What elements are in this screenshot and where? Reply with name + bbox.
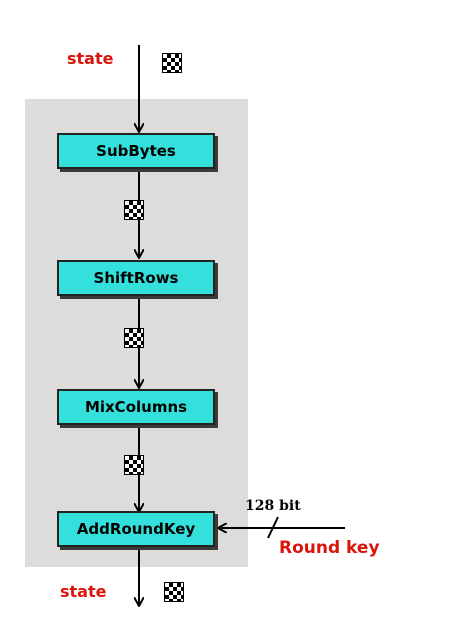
shiftrows-box: ShiftRows [57, 260, 215, 296]
round-key-label: Round key [279, 538, 380, 558]
addroundkey-box: AddRoundKey [57, 511, 215, 547]
mixcolumns-box: MixColumns [57, 389, 215, 425]
state-matrix-icon [124, 200, 144, 220]
input-state-label: state [67, 49, 114, 68]
bus-width-tick [267, 516, 279, 539]
state-matrix-icon [124, 328, 144, 348]
state-matrix-icon [164, 582, 184, 602]
state-matrix-icon [162, 53, 182, 73]
output-state-label: state [60, 582, 107, 601]
state-matrix-icon [124, 455, 144, 475]
key-width-label: 128 bit [245, 498, 301, 514]
subbytes-box: SubBytes [57, 133, 215, 169]
